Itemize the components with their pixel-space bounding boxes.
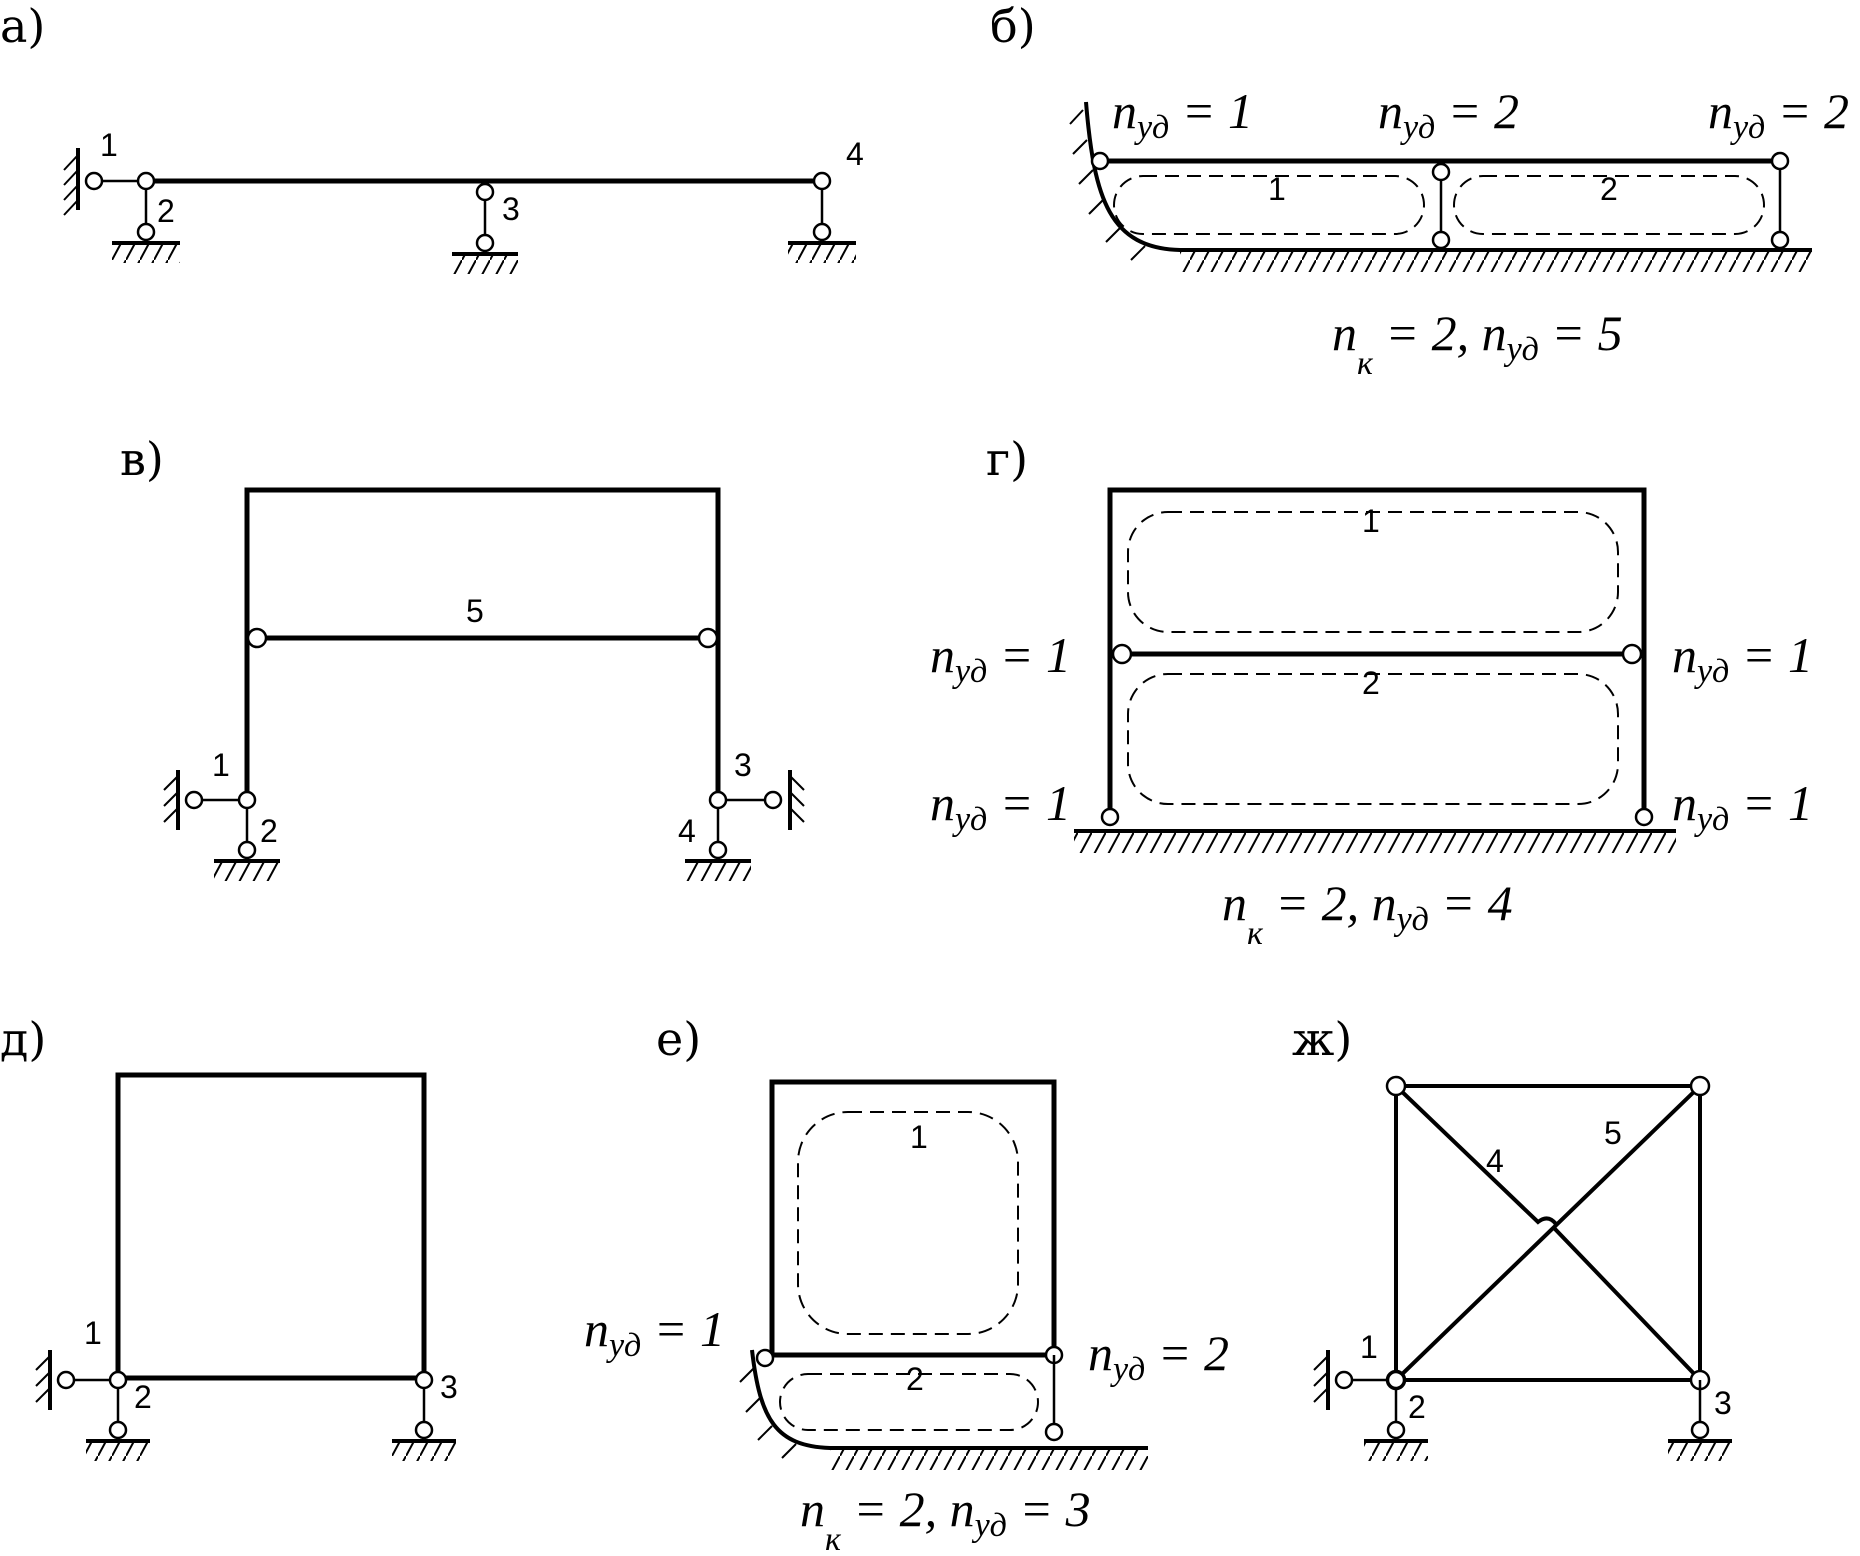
link-number-1: 1 — [1360, 1329, 1378, 1365]
panel-label-b: б) — [990, 0, 1036, 53]
node-count-middle: nуд = 2 — [1378, 83, 1519, 146]
support-right — [685, 770, 805, 881]
contour-1 — [797, 1111, 1019, 1335]
support-right — [1668, 1380, 1732, 1461]
summary-formula: nк = 2, nуд = 5 — [1332, 305, 1623, 382]
link-number-1: 1 — [212, 747, 230, 783]
contour-number-1: 1 — [910, 1119, 928, 1155]
link-number-3: 3 — [1714, 1385, 1732, 1421]
frame — [769, 1079, 1057, 1355]
contour-2 — [1453, 175, 1765, 235]
link-number-2: 2 — [1408, 1389, 1426, 1425]
summary-formula: nк = 2, nуд = 4 — [1222, 875, 1513, 952]
support-left — [35, 1350, 150, 1461]
frame — [244, 487, 721, 799]
link-number-2: 2 — [260, 813, 278, 849]
diagonal-5 — [1393, 1083, 1703, 1383]
link-number-1: 1 — [100, 127, 118, 163]
panel-label-v: в) — [120, 432, 164, 486]
panel-d: д) 1 2 3 — [0, 1012, 458, 1461]
panel-label-a: а) — [0, 0, 45, 53]
panel-label-e: е) — [656, 1012, 701, 1066]
support-right — [392, 1370, 456, 1461]
roller-support-middle — [452, 182, 518, 274]
contour-number-2: 2 — [1362, 665, 1380, 701]
contour-number-1: 1 — [1268, 171, 1286, 207]
node-count-left-bottom: nуд = 1 — [930, 775, 1071, 838]
support-left — [1313, 1350, 1428, 1461]
node-count-right-mid: nуд = 1 — [1672, 627, 1813, 690]
panel-a: а) 1 2 3 — [0, 0, 864, 274]
contour-number-1: 1 — [1362, 503, 1380, 539]
panel-v: в) 5 1 2 — [120, 432, 805, 881]
node-count-right: nуд = 2 — [1088, 1325, 1229, 1388]
node-count-left: nуд = 1 — [584, 1301, 725, 1364]
panel-label-d: д) — [0, 1012, 46, 1066]
panel-zh: ж) 4 5 1 2 3 — [1292, 1012, 1732, 1461]
link-number-4: 4 — [1486, 1143, 1504, 1179]
link-number-5: 5 — [1604, 1115, 1622, 1151]
link-number-4: 4 — [678, 813, 696, 849]
link-number-4: 4 — [846, 136, 864, 172]
frame — [1107, 487, 1647, 820]
link-number-2: 2 — [134, 1379, 152, 1415]
link-number-3: 3 — [502, 191, 520, 227]
contour-1 — [1127, 511, 1619, 633]
support-left — [163, 770, 280, 881]
link-number-5: 5 — [466, 593, 484, 629]
link-number-1: 1 — [84, 1315, 102, 1351]
contour-number-2: 2 — [1600, 171, 1618, 207]
node-count-right-bottom: nуд = 1 — [1672, 775, 1813, 838]
roller-support-right — [788, 171, 856, 263]
node-count-right: nуд = 2 — [1708, 83, 1849, 146]
summary-formula: nк = 2, nуд = 3 — [800, 1481, 1091, 1556]
node-count-left-mid: nуд = 1 — [930, 627, 1071, 690]
node-count-left: nуд = 1 — [1112, 83, 1253, 146]
panel-label-zh: ж) — [1292, 1012, 1352, 1066]
contour-2 — [1127, 673, 1619, 805]
link-number-2: 2 — [157, 193, 175, 229]
panel-g: г) 1 2 nуд = 1 nуд = 1 nуд = 1 nуд = 1 n… — [930, 432, 1813, 952]
panel-label-g: г) — [986, 432, 1028, 486]
contour-2 — [779, 1373, 1039, 1431]
link-number-3: 3 — [440, 1369, 458, 1405]
contour-1 — [1113, 175, 1425, 235]
fixed-support-left — [63, 148, 180, 263]
truss-frame — [1394, 1084, 1702, 1382]
frame — [115, 1072, 427, 1381]
diagonal-4-lower — [1553, 1227, 1703, 1383]
panel-e: е) 1 2 nуд = 1 nуд = 2 nк = 2, nуд = 3 — [584, 1012, 1229, 1556]
link-number-3: 3 — [734, 747, 752, 783]
panel-b: б) 1 2 nуд = 1 nуд = 2 nуд = 2 nк = 2, n… — [990, 0, 1849, 382]
diagonal-4-upper — [1393, 1083, 1559, 1227]
contour-number-2: 2 — [906, 1361, 924, 1397]
